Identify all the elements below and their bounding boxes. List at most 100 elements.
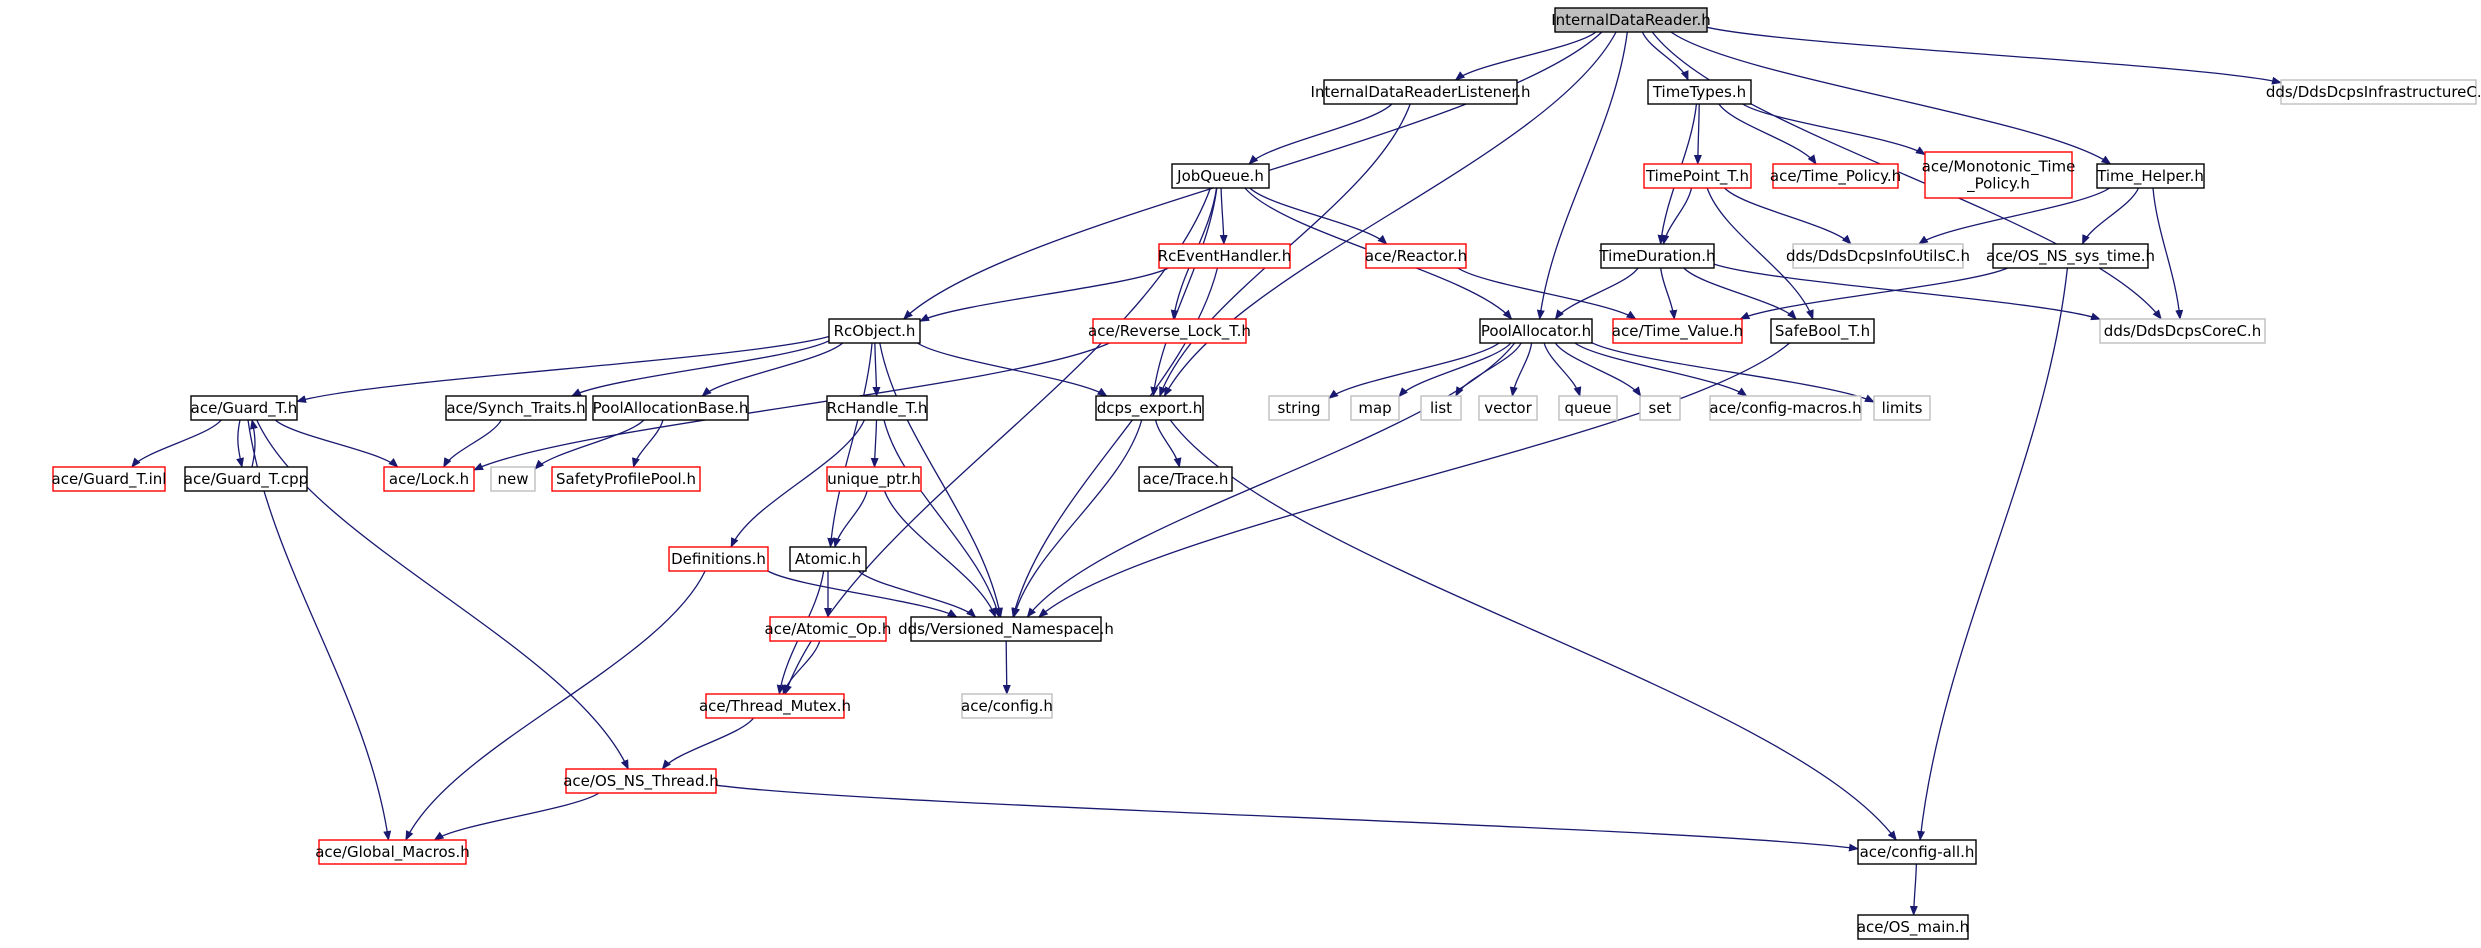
node-list[interactable]: list (1420, 395, 1462, 421)
node-configall[interactable]: ace/config-all.h (1857, 839, 1977, 865)
node-ossystime[interactable]: ace/OS_NS_sys_time.h (1986, 243, 2155, 269)
node-poolallocbase[interactable]: PoolAllocationBase.h (592, 395, 749, 421)
node-box (2099, 318, 2266, 344)
dependency-edge (917, 342, 1108, 397)
node-box (1092, 318, 1247, 344)
dependency-edge (1661, 187, 1693, 245)
node-guardt[interactable]: ace/Guard_T.h (190, 395, 298, 421)
node-reverselock[interactable]: ace/Reverse_Lock_T.h (1088, 318, 1251, 344)
node-new[interactable]: new (490, 466, 536, 492)
node-root[interactable]: InternalDataReader.h (1551, 7, 1711, 33)
node-configmacros[interactable]: ace/config-macros.h (1709, 395, 1862, 421)
dependency-edge (1002, 640, 1011, 695)
edge-path (1661, 187, 1693, 245)
node-safetypool[interactable]: SafetyProfilePool.h (551, 466, 701, 492)
dependency-edge (827, 342, 873, 548)
node-idrl[interactable]: InternalDataReaderListener.h (1311, 79, 1531, 105)
node-threadmutex[interactable]: ace/Thread_Mutex.h (699, 693, 851, 719)
node-string[interactable]: string (1268, 395, 1330, 421)
node-limits[interactable]: limits (1873, 395, 1931, 421)
node-reactor[interactable]: ace/Reactor.h (1365, 243, 1467, 269)
node-osthread[interactable]: ace/OS_NS_Thread.h (563, 768, 719, 794)
node-box (2280, 79, 2477, 105)
node-safebool[interactable]: SafeBool_T.h (1770, 318, 1875, 344)
node-timetypes[interactable]: TimeTypes.h (1647, 79, 1752, 105)
node-timepolicy[interactable]: ace/Time_Policy.h (1770, 163, 1901, 189)
node-box (52, 466, 166, 492)
node-synch[interactable]: ace/Synch_Traits.h (445, 395, 587, 421)
node-atomicop[interactable]: ace/Atomic_Op.h (765, 616, 892, 642)
node-label: ace/Synch_Traits.h (446, 399, 585, 418)
edge-path (1038, 342, 1791, 618)
edge-path (879, 342, 1003, 618)
node-versioned[interactable]: dds/Versioned_Namespace.h (898, 616, 1114, 642)
dependency-edge (1660, 267, 1678, 320)
dependency-edge (872, 342, 881, 397)
node-rceh[interactable]: RcEventHandler.h (1158, 243, 1292, 269)
dependency-edge (570, 340, 830, 397)
dependency-edge (1536, 31, 1628, 320)
node-box (445, 395, 587, 421)
node-jobqueue[interactable]: JobQueue.h (1171, 163, 1270, 189)
node-map[interactable]: map (1350, 395, 1400, 421)
node-box (1792, 243, 1964, 269)
dependency-edge (632, 419, 664, 468)
dependency-edge (1917, 267, 2069, 841)
node-label: unique_ptr.h (827, 470, 920, 489)
edge-path (919, 267, 1169, 322)
node-label: ace/Guard_T.cpp (184, 470, 308, 489)
dependency-edge (1554, 342, 1642, 397)
node-trace[interactable]: ace/Trace.h (1138, 466, 1233, 492)
node-globalmacros[interactable]: ace/Global_Macros.h (315, 839, 470, 865)
dependency-edge (1742, 103, 1926, 156)
node-label: dds/DdsDcpsCoreC.h (2104, 322, 2261, 340)
node-timeduration[interactable]: TimeDuration.h (1598, 243, 1716, 269)
node-dcpsexport[interactable]: dcps_export.h (1095, 395, 1204, 421)
node-poolalloc[interactable]: PoolAllocator.h (1479, 318, 1593, 344)
node-label: Atomic.h (795, 550, 861, 568)
node-coreC[interactable]: dds/DdsDcpsCoreC.h (2099, 318, 2266, 344)
dependency-edge (1909, 863, 1918, 916)
dependency-edge (1718, 103, 1817, 165)
edge-path (274, 419, 399, 468)
edge-path (1683, 267, 1797, 320)
node-label: ace/OS_NS_sys_time.h (1986, 247, 2155, 266)
node-infraC[interactable]: dds/DdsDcpsInfrastructureC.h (2266, 79, 2481, 105)
dependency-edge (433, 792, 600, 841)
dependency-edge (661, 717, 755, 770)
node-guardinl[interactable]: ace/Guard_T.inl (52, 466, 167, 492)
node-queue[interactable]: queue (1558, 395, 1618, 421)
node-osmain[interactable]: ace/OS_main.h (1857, 914, 1969, 940)
node-uniqueptr[interactable]: unique_ptr.h (826, 466, 922, 492)
node-box (1709, 395, 1862, 421)
edge-path (767, 570, 958, 618)
node-label: set (1649, 399, 1672, 417)
node-timevalue[interactable]: ace/Time_Value.h (1612, 318, 1743, 344)
node-label: Time_Helper.h (2096, 167, 2204, 186)
node-box (1857, 914, 1969, 940)
dependency-edge (534, 419, 645, 470)
node-set[interactable]: set (1639, 395, 1681, 421)
node-monotonic[interactable]: ace/Monotonic_Time_Policy.h (1922, 151, 2076, 199)
node-label: TimePoint_T.h (1645, 167, 1749, 186)
node-aceconfig[interactable]: ace/config.h (961, 693, 1053, 719)
node-timehelper[interactable]: Time_Helper.h (2096, 163, 2205, 189)
node-definitions[interactable]: Definitions.h (668, 546, 769, 572)
edge-path (1012, 419, 1143, 618)
edge-path (1002, 640, 1011, 695)
dependency-edge (781, 640, 821, 695)
node-lock[interactable]: ace/Lock.h (383, 466, 475, 492)
node-guardcpp[interactable]: ace/Guard_T.cpp (184, 466, 308, 492)
edge-path (1706, 187, 1814, 320)
dependency-edge (715, 784, 1859, 852)
node-atomic[interactable]: Atomic.h (789, 546, 867, 572)
node-rcobject[interactable]: RcObject.h (828, 318, 921, 344)
node-timepoint[interactable]: TimePoint_T.h (1643, 163, 1752, 189)
node-vector[interactable]: vector (1478, 395, 1538, 421)
node-infoutils[interactable]: dds/DdsDcpsInfoUtilsC.h (1786, 243, 1970, 269)
node-label: list (1430, 399, 1452, 417)
node-rchandle[interactable]: RcHandle_T.h (826, 395, 928, 421)
edge-path (917, 342, 1108, 397)
dependency-edge (1713, 263, 2101, 321)
node-box (1639, 395, 1681, 421)
